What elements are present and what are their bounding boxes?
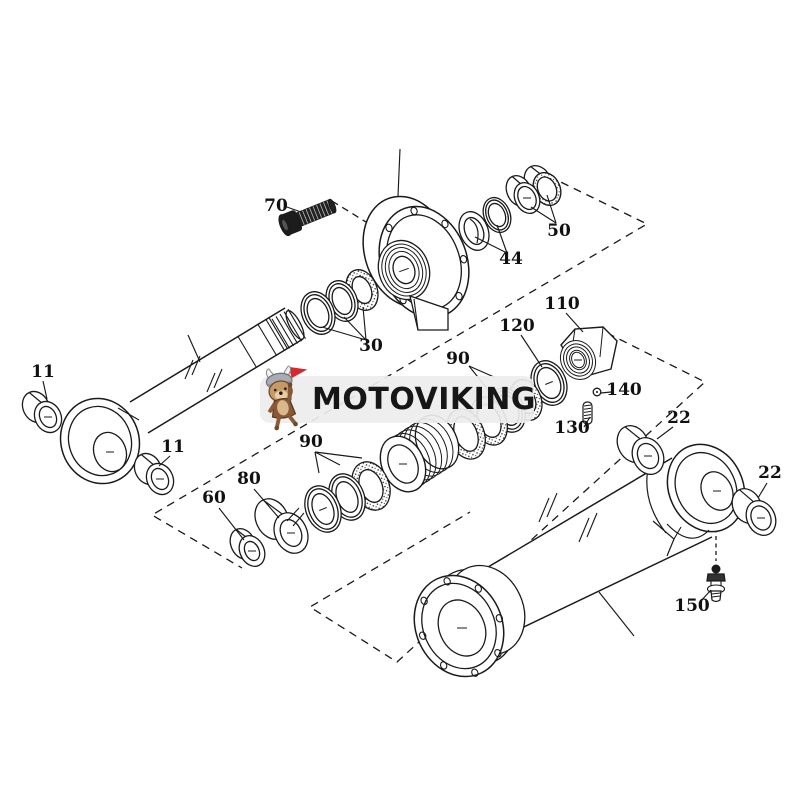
part-number-label: 70 (264, 196, 288, 216)
socket-bolt-70 (278, 198, 337, 237)
gland-seals-50 (505, 164, 562, 215)
bushing-22-upper (616, 425, 665, 475)
part-number-label: 11 (161, 437, 185, 457)
part-number-label: 120 (499, 316, 535, 336)
part-number-label: 44 (499, 249, 523, 269)
cylinder-tube (413, 443, 746, 678)
part-number-label: 30 (359, 336, 383, 356)
ring-30-a (300, 291, 336, 335)
kit-group-dashed-outlines (150, 169, 717, 663)
rod-seal-group-lower-90 (304, 461, 391, 533)
rod-eye (59, 397, 141, 485)
part-number-label: 90 (446, 349, 470, 369)
piston (379, 414, 460, 493)
seal-50-b-stipple (532, 171, 562, 207)
part-number-label: 140 (606, 380, 642, 400)
part-number-label: 22 (758, 463, 782, 483)
part-number-label: 110 (544, 294, 580, 314)
part-number-label: 60 (202, 488, 226, 508)
motoviking-watermark: MOTOVIKING (260, 364, 537, 431)
seal-44-b (482, 196, 512, 234)
brand-text: MOTOVIKING (312, 382, 537, 417)
bushing-11-upper (21, 390, 63, 434)
part-number-label: 150 (674, 596, 710, 616)
rod-eye-bushings-11 (21, 390, 175, 496)
leader-lines (42, 148, 768, 637)
part-number-label: 130 (554, 418, 590, 438)
steel-ball-140 (592, 387, 602, 397)
part-number-label: 90 (299, 432, 323, 452)
gland-nut-110 (559, 326, 618, 380)
seal-50-a (505, 174, 541, 215)
grease-fitting-150 (706, 564, 726, 603)
viking-dog-mascot-icon (265, 364, 308, 431)
part-number-labels: 70 30 11 11 44 50 110 120 90 140 130 60 80 90 22 22 150 (31, 196, 782, 616)
part-number-label: 50 (547, 221, 571, 241)
tube-eye-bushings-22 (616, 425, 777, 537)
tube-eye-end (646, 443, 746, 557)
part-number-label: 11 (31, 362, 55, 382)
bushing-22-lower (731, 487, 777, 537)
piston-rod (129, 307, 306, 434)
gland-seals-44 (458, 196, 512, 251)
part-number-label: 22 (667, 408, 691, 428)
gland-threaded-bore (377, 239, 431, 301)
wear-ring-80 (254, 498, 309, 554)
rod-rings-30 (300, 269, 379, 335)
part-number-label: 80 (237, 469, 261, 489)
cylinder-head-gland (362, 195, 470, 331)
seal-90-l1 (304, 485, 342, 533)
tube-flange-end (413, 574, 505, 678)
bushing-11-lower (133, 452, 175, 496)
ring-60 (229, 527, 266, 568)
